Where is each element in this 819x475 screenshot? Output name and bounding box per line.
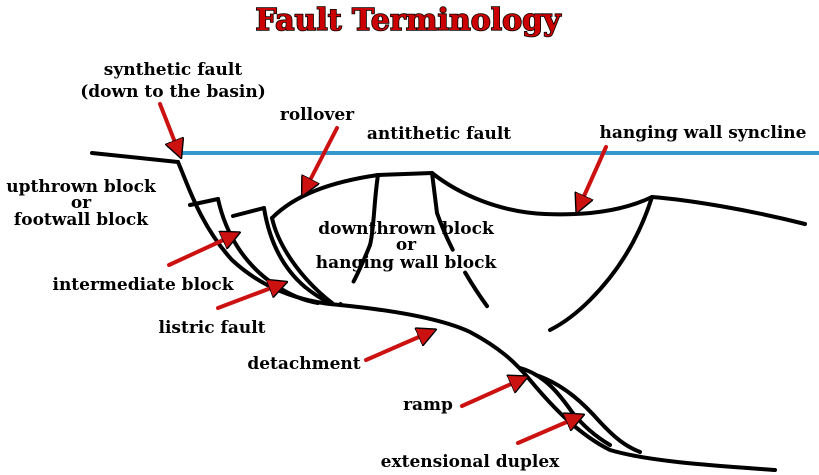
arrow-synthetic-fault [158, 102, 178, 150]
arrow-rollover [306, 126, 339, 188]
label-extensional-duplex: extensional duplex [381, 452, 561, 472]
label-detachment: detachment [247, 354, 360, 374]
arrow-extensional-duplex [516, 418, 576, 445]
geology-linework [90, 151, 807, 472]
arrow-intermediate-block [216, 285, 279, 310]
dashed-fault-left [338, 243, 372, 307]
label-downthrown-or: or [396, 235, 417, 255]
syncline-right-surface [650, 195, 807, 226]
graben-floor [376, 171, 434, 177]
main-fault-detachment [176, 160, 777, 472]
arrow-ramp [460, 380, 520, 408]
rollover-surface [270, 173, 380, 220]
label-upthrown-or: or [71, 193, 92, 213]
label-synthetic-fault-note: (down to the basin) [80, 82, 266, 102]
arrow-upthrown-block [167, 236, 232, 267]
listric-fault-2 [262, 206, 335, 306]
rollover-fault [270, 216, 334, 305]
label-ramp: ramp [403, 395, 453, 415]
label-intermediate-block: intermediate block [52, 275, 234, 295]
label-synthetic-fault: synthetic fault [104, 60, 243, 80]
label-upthrown-block: upthrown block [6, 177, 157, 197]
label-downthrown-block: downthrown block [318, 219, 495, 239]
graben-left-fault [368, 173, 380, 247]
syncline-surface [430, 171, 654, 217]
labels: synthetic fault (down to the basin) roll… [6, 60, 806, 472]
label-hanging-wall-block: hanging wall block [316, 253, 498, 273]
duplex-horse-1 [518, 366, 612, 447]
pointer-arrows [158, 102, 608, 445]
intermediate-block-top [188, 197, 220, 207]
diagram-title: Fault Terminology [255, 3, 562, 38]
label-hanging-wall-syncline: hanging wall syncline [600, 123, 807, 143]
dashed-fault-right [435, 211, 498, 320]
arrow-hanging-wall-syncline [580, 145, 608, 205]
label-rollover: rollover [280, 105, 355, 125]
arrow-detachment [364, 333, 428, 362]
antithetic-fault [548, 195, 654, 332]
intermediate-block-top-2 [231, 206, 266, 218]
duplex-horse-2 [534, 373, 642, 454]
label-listric-fault: listric fault [158, 318, 265, 338]
label-antithetic-fault: antithetic fault [367, 124, 511, 144]
label-footwall-block: footwall block [14, 210, 149, 230]
graben-right-fault [430, 171, 439, 215]
footwall-surface [90, 151, 180, 164]
